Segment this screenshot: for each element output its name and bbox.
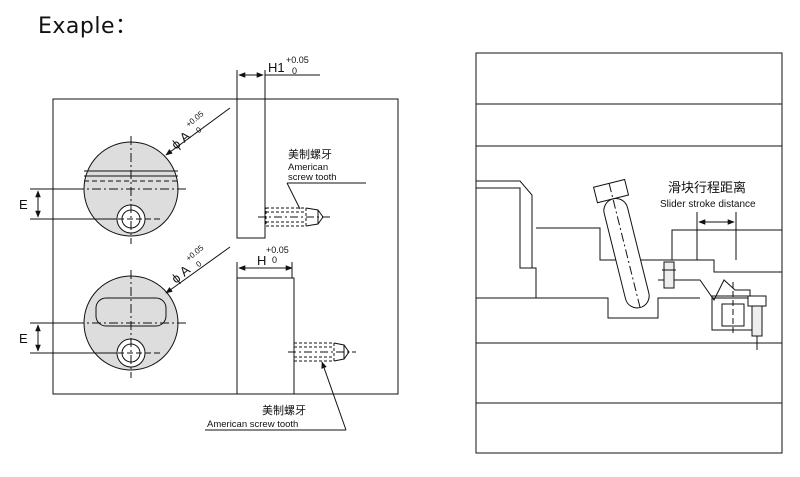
stroke-label-cn: 滑块行程距离 (668, 180, 746, 196)
phi-a-top-label: ϕ A (168, 128, 193, 152)
e-bottom-label: E (19, 331, 28, 346)
h1-tol-lower: 0 (292, 66, 297, 76)
phi-a-bottom-tol-upper: +0.05 (184, 243, 206, 263)
right-figure (475, 52, 783, 454)
h-tol-lower: 0 (272, 255, 277, 265)
callout-top-en-line1: American (288, 162, 328, 173)
callout-top-cn: 美制螺牙 (288, 148, 332, 161)
left-figure (30, 70, 399, 431)
phi-a-top-tol-lower: 0 (194, 125, 204, 135)
callout-bottom-en: American screw tooth (207, 419, 298, 430)
upper-insert (236, 99, 266, 239)
e-top-label: E (19, 197, 28, 212)
callout-top-en-line2: screw tooth (288, 172, 337, 183)
h-label: H (257, 253, 266, 268)
phi-a-bottom-tol-lower: 0 (194, 259, 204, 269)
phi-a-bottom-label: ϕ A (168, 262, 193, 286)
h1-label: H1 (268, 60, 285, 75)
stroke-label-en: Slider stroke distance (660, 199, 756, 210)
example-label: Exaple： (38, 14, 138, 39)
phi-a-top-tol-upper: +0.05 (184, 109, 206, 129)
plate-outline (52, 98, 399, 395)
h-tol-upper: +0.05 (266, 245, 289, 255)
callout-bottom-cn: 美制螺牙 (262, 404, 306, 417)
h1-tol-upper: +0.05 (286, 55, 309, 65)
lower-insert (236, 277, 295, 395)
